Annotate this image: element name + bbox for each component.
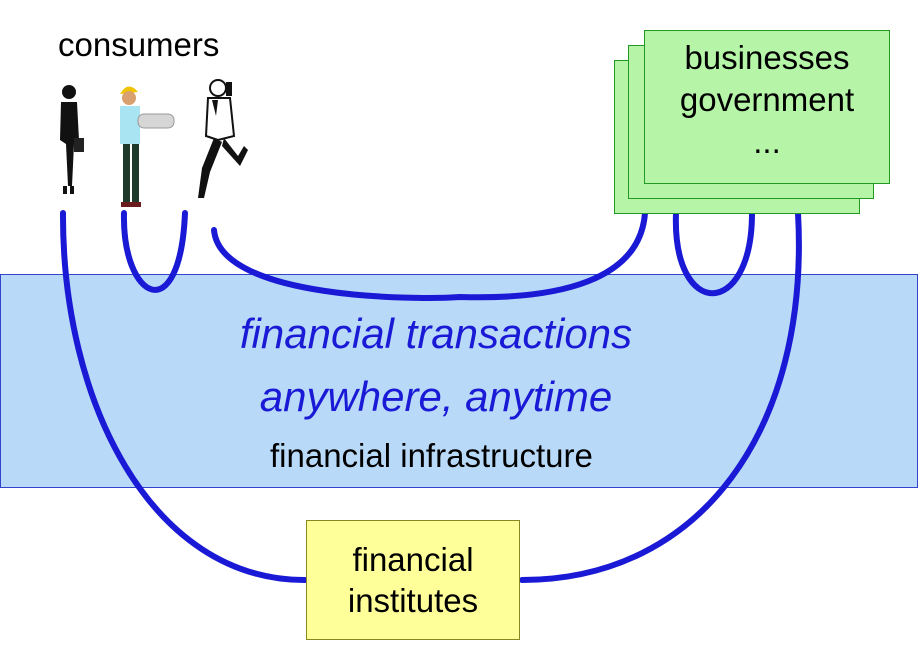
financial-institutes-box: financial institutes — [306, 520, 520, 640]
businesses-label: businesses — [684, 39, 850, 76]
tagline-line-2: anywhere, anytime — [259, 373, 613, 420]
organization-card: businesses government ... — [644, 30, 890, 184]
consumers-label: consumers — [58, 26, 220, 63]
ellipsis-label: ... — [753, 123, 781, 160]
government-label: government — [679, 81, 855, 118]
business-to-business-link — [672, 210, 755, 297]
tagline-line-1: financial transactions — [239, 310, 633, 357]
infrastructure-band — [0, 274, 918, 488]
consumer-to-business-link — [211, 210, 648, 301]
phone-caller-icon — [198, 79, 248, 198]
institutes-label-line-2: institutes — [347, 582, 479, 619]
construction-worker-icon — [120, 86, 175, 207]
institutes-label-line-1: financial — [352, 541, 474, 578]
businesswoman-icon — [60, 85, 84, 194]
consumer-to-consumer-link — [120, 210, 188, 293]
business-to-institute-link — [519, 210, 802, 583]
infrastructure-label: financial infrastructure — [270, 437, 593, 474]
consumer-to-institute-link — [59, 210, 308, 583]
